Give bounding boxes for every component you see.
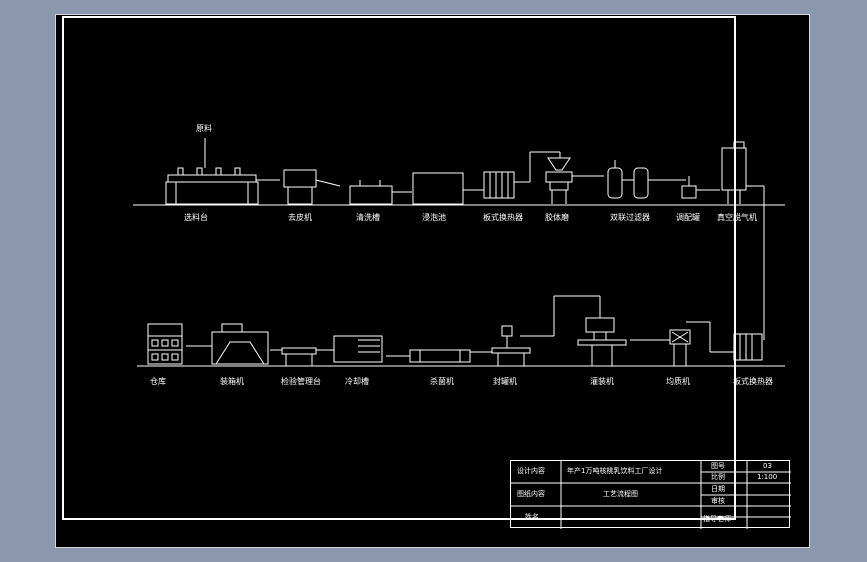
label-boxing-machine: 装箱机: [220, 377, 244, 386]
label-cooling-tank: 冷却槽: [345, 377, 369, 386]
drawing-content-label: 图纸内容: [517, 490, 545, 498]
sealing-machine-symbol: [470, 325, 531, 366]
label-filling-machine: 灌装机: [590, 377, 614, 386]
boxing-machine-symbol: [186, 323, 269, 365]
label-inspection-table: 检验管理台: [281, 377, 321, 386]
peeling-machine-symbol: [283, 169, 341, 205]
design-content-value: 年产1万吨核桃乳饮料工厂设计: [567, 467, 663, 475]
scale-label: 比例: [711, 473, 725, 481]
drawing-frame-inner: [62, 16, 736, 520]
washing-tank-symbol: [349, 180, 412, 205]
plate-heat-exchanger-bottom-symbol: [686, 321, 763, 361]
label-soaking-pool: 浸泡池: [422, 213, 446, 222]
label-peeling-machine: 去皮机: [288, 213, 312, 222]
review-label: 审核: [711, 497, 725, 505]
label-duplex-filter: 双联过滤器: [610, 213, 650, 222]
scale-value: 1:100: [757, 473, 778, 481]
drawing-no-label: 图号: [711, 462, 725, 470]
label-washing-tank: 清洗槽: [356, 213, 380, 222]
label-sorting-table: 选料台: [184, 213, 208, 222]
label-plate-heat-exchanger-top: 板式换热器: [483, 213, 523, 222]
advisor-label: 指导老师: [703, 515, 731, 523]
warehouse-symbol: [147, 323, 183, 365]
design-content-label: 设计内容: [517, 467, 545, 475]
sorting-table-symbol: [165, 167, 280, 205]
soaking-pool-symbol: [412, 172, 464, 205]
sterilizer-symbol: [386, 349, 471, 363]
drawing-content-value: 工艺流程图: [603, 490, 638, 498]
drawing-no-value: 03: [763, 462, 772, 470]
label-sterilizer: 杀菌机: [430, 377, 454, 386]
homogenizer-symbol: [630, 329, 691, 366]
name-label: 姓名: [525, 513, 539, 521]
label-vacuum-deaerator: 真空脱气机: [717, 213, 757, 222]
duplex-filter-symbol: [607, 160, 686, 199]
date-label: 日期: [711, 485, 725, 493]
label-sealing-machine: 封罐机: [493, 377, 517, 386]
label-homogenizer: 均质机: [666, 377, 690, 386]
cooling-tank-symbol: [316, 335, 383, 363]
vacuum-deaerator-symbol: [721, 141, 765, 340]
label-colloid-mill: 胶体磨: [545, 213, 569, 222]
label-warehouse: 仓库: [150, 377, 166, 386]
raw-material-label: 原料: [196, 124, 212, 133]
title-block: 设计内容 年产1万吨核桃乳饮料工厂设计 图纸内容 工艺流程图 姓名 图号 03 …: [510, 460, 791, 529]
label-blending-tank: 调配罐: [676, 213, 700, 222]
label-plate-heat-exchanger-bottom: 板式换热器: [733, 377, 773, 386]
colloid-mill-symbol: [545, 157, 604, 204]
title-block-grid: [511, 461, 791, 529]
filling-machine-symbol: [520, 295, 627, 366]
plate-heat-exchanger-top-symbol: [483, 151, 561, 199]
blending-tank-symbol: [681, 176, 720, 199]
inspection-table-symbol: [270, 347, 317, 366]
drawing-frame-outer: [55, 14, 810, 548]
